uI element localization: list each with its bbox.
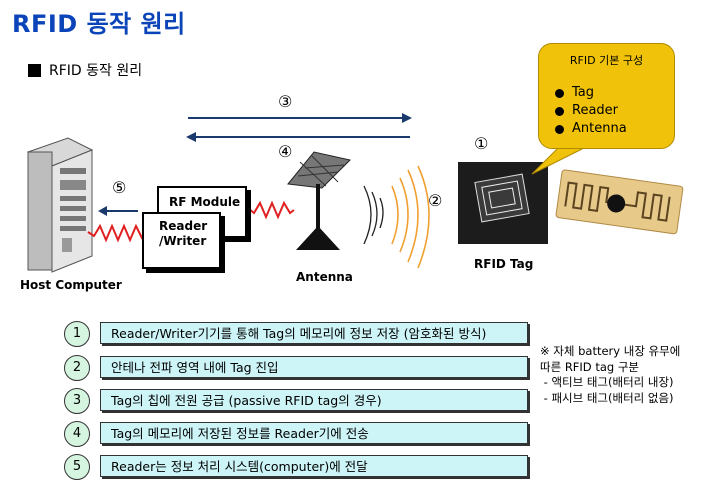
reader-label-line1: Reader (159, 219, 208, 233)
callout-list: Tag Reader Antenna (555, 84, 627, 138)
step-number: 3 (64, 388, 90, 414)
bullet-icon (555, 106, 564, 116)
note-line-2: 따른 RFID tag 구분 (540, 359, 639, 374)
signal-wave-host (87, 223, 147, 243)
reader-writer-box: Reader /Writer (142, 212, 221, 269)
step-text: Reader는 정보 처리 시스템(computer)에 전달 (100, 455, 528, 477)
bullet-icon (555, 88, 564, 98)
marker-5: ⑤ (112, 178, 126, 197)
step-text: 안테나 전파 영역 내에 Tag 진입 (100, 356, 528, 378)
section-heading-text: RFID 동작 원리 (49, 63, 143, 79)
page-title: RFID 동작 원리 (12, 10, 186, 38)
marker-2: ② (428, 191, 442, 210)
step-text: Tag의 칩에 전원 공급 (passive RFID tag의 경우) (100, 389, 528, 411)
antenna-label: Antenna (296, 270, 353, 284)
rfid-tag-icon (458, 162, 548, 244)
callout-item-tag: Tag (572, 85, 595, 100)
note-line-4: - 패시브 태그(배터리 없음) (540, 390, 674, 405)
step-row-4: 4 Tag의 메모리에 저장된 정보를 Reader기에 전송 (64, 421, 534, 447)
rfid-components-callout: RFID 기본 구성 Tag Reader Antenna (538, 43, 675, 149)
rf-module-label: RF Module (169, 195, 241, 209)
host-computer-label: Host Computer (20, 278, 122, 292)
antenna-icon (287, 151, 351, 250)
step-text: Reader/Writer기기를 통해 Tag의 메모리에 정보 저장 (암호화… (100, 322, 528, 344)
marker-3: ③ (278, 92, 292, 111)
host-computer-icon (26, 137, 94, 273)
bullet-icon (555, 124, 564, 134)
rfid-diagram: ③ ④ ⑤ ① ② Host Computer Antenna RFID Tag (20, 92, 684, 292)
rfid-tag-strip-icon (555, 169, 684, 235)
callout-item: Reader (555, 102, 627, 120)
note-line-1: ※ 자체 battery 내장 유무에 (540, 344, 681, 358)
step-number: 4 (64, 421, 90, 447)
tag-type-note: ※ 자체 battery 내장 유무에 따른 RFID tag 구분 - 액티브… (540, 344, 680, 406)
note-line-3: - 액티브 태그(배터리 내장) (540, 375, 674, 389)
callout-item: Tag (555, 84, 627, 102)
step-row-3: 3 Tag의 칩에 전원 공급 (passive RFID tag의 경우) (64, 388, 534, 414)
reader-label-line2: /Writer (159, 234, 207, 248)
marker-1: ① (474, 134, 488, 153)
radio-wave-out (363, 185, 384, 245)
step-row-2: 2 안테나 전파 영역 내에 Tag 진입 (64, 355, 534, 381)
step-number: 5 (64, 454, 90, 480)
step-row-1: 1 Reader/Writer기기를 통해 Tag의 메모리에 정보 저장 (암… (64, 321, 534, 347)
signal-wave-antenna (247, 200, 295, 220)
step-number: 2 (64, 355, 90, 381)
step-text: Tag의 메모리에 저장된 정보를 Reader기에 전송 (100, 422, 528, 444)
callout-title: RFID 기본 구성 (569, 54, 644, 67)
square-bullet-icon (28, 63, 41, 77)
radio-wave-back (391, 165, 430, 269)
callout-item-antenna: Antenna (572, 121, 627, 136)
step-row-5: 5 Reader는 정보 처리 시스템(computer)에 전달 (64, 454, 534, 480)
callout-item: Antenna (555, 120, 627, 138)
section-heading: RFID 동작 원리 (28, 60, 142, 80)
rfid-tag-label: RFID Tag (474, 257, 533, 271)
step-number: 1 (64, 321, 90, 347)
marker-4: ④ (278, 142, 292, 161)
reader-writer-label: Reader /Writer (144, 214, 219, 249)
callout-item-reader: Reader (572, 103, 619, 118)
